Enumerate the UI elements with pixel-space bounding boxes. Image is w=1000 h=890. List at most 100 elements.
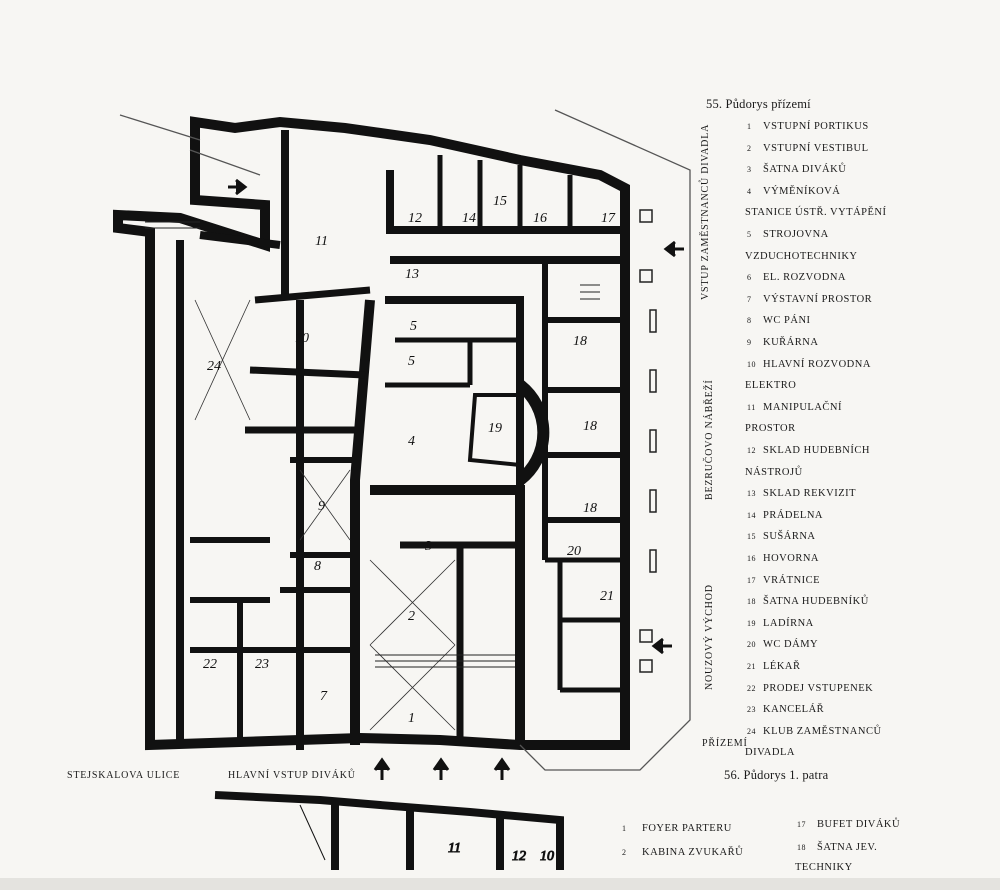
room-number: 12 — [512, 849, 526, 864]
legend-number: 22 — [747, 683, 756, 693]
legend-number: 9 — [747, 338, 752, 347]
stairs — [145, 221, 600, 668]
entrance-arrows — [228, 178, 684, 780]
legend-number: 11 — [747, 402, 756, 412]
room-number: 12 — [408, 211, 422, 226]
room-number: 18 — [583, 501, 597, 516]
legend-number: 18 — [797, 843, 806, 852]
room-number: 9 — [318, 499, 325, 514]
legend-text: SKLAD REKVIZIT — [763, 488, 857, 500]
room-number: 21 — [600, 589, 614, 604]
legend-item: 18 ŠATNA HUDEBNÍKŮ — [747, 596, 869, 607]
legend-text: VÝMĚNÍKOVÁ — [763, 185, 841, 197]
legend-number: 14 — [747, 510, 756, 520]
emergency-exit-label: NOUZOVÝ VÝCHOD — [704, 584, 715, 690]
legend-number: 18 — [747, 597, 756, 607]
legend-number: 16 — [747, 554, 756, 563]
ground-floor-label: PŘÍZEMÍ — [702, 738, 748, 749]
legend-text: STANICE ÚSTŘ. VYTÁPĚNÍ — [745, 207, 887, 219]
legend-number: 20 — [747, 640, 756, 650]
interior-wall — [516, 380, 550, 485]
column — [649, 489, 657, 513]
legend-text: PRÁDELNA — [763, 509, 824, 521]
legend-item: 11 MANIPULAČNÍ — [747, 402, 842, 413]
legend-text: HOVORNA — [763, 553, 819, 564]
legend-number: 15 — [747, 532, 756, 542]
legend-text: VZDUCHOTECHNIKY — [745, 250, 858, 262]
interior-wall — [385, 337, 520, 388]
arrow-left-icon — [663, 240, 684, 258]
legend-number: 21 — [747, 662, 756, 671]
room-number: 19 — [488, 421, 502, 436]
legend-item: STANICE ÚSTŘ. VYTÁPĚNÍ — [745, 207, 887, 218]
legend-text: MANIPULAČNÍ — [763, 401, 842, 413]
interior-wall — [437, 155, 573, 230]
column — [639, 209, 653, 223]
room-number: 5 — [410, 319, 417, 334]
interior-wall — [467, 393, 522, 468]
legend-item: ELEKTRO — [745, 380, 796, 391]
legend-number: 17 — [797, 820, 806, 829]
arrow-up-icon — [373, 757, 391, 780]
legend-text: STROJOVNA — [763, 229, 829, 240]
outer-wall — [214, 791, 564, 870]
legend-number: 8 — [747, 316, 752, 326]
room-number: 10 — [540, 849, 554, 864]
legend-text: ŠATNA HUDEBNÍKŮ — [763, 596, 869, 608]
room-number: 3 — [424, 539, 432, 554]
columns — [639, 209, 657, 673]
street-label-stejskalova: STEJSKALOVA ULICE — [67, 770, 181, 781]
arrow-up-icon — [432, 757, 450, 780]
interior-wall — [176, 130, 304, 750]
legend-text: SKLAD HUDEBNÍCH — [763, 445, 870, 456]
legend-item: 8 WC PÁNI — [747, 315, 811, 326]
legend-item: PROSTOR — [745, 423, 796, 434]
legend-item: DIVADLA — [745, 747, 795, 758]
room-number: 10 — [295, 331, 309, 346]
vestibule-pattern — [194, 299, 456, 731]
legend-number: 1 — [622, 824, 627, 833]
legend-text: VSTUPNÍ VESTIBUL — [763, 142, 869, 154]
legend-text: KUŘÁRNA — [763, 337, 819, 348]
caption-ground-floor: 55. Půdorys přízemí — [706, 97, 811, 111]
arrow-left-icon — [651, 637, 672, 655]
legend-text: WC PÁNI — [763, 315, 811, 327]
hatch — [299, 804, 326, 861]
caption-first-floor: 56. Půdorys 1. patra — [724, 768, 829, 782]
room-number: 16 — [533, 211, 547, 226]
room-number: 24 — [207, 359, 221, 374]
room-numbers: 1 2 3 4 5 5 7 8 9 10 11 12 13 14 15 16 1… — [203, 194, 616, 726]
interior-wall — [190, 537, 300, 745]
scan-edge — [0, 878, 1000, 890]
room-number: 11 — [315, 234, 328, 249]
legend-text: NÁSTROJŮ — [745, 466, 803, 478]
column — [649, 429, 657, 453]
legend-text: VRÁTNICE — [763, 574, 821, 586]
legend-item: NÁSTROJŮ — [745, 467, 803, 478]
legend-text: VÝSTAVNÍ PROSTOR — [763, 293, 873, 305]
room-number: 2 — [408, 609, 415, 624]
legend-text: DIVADLA — [745, 747, 795, 759]
legend-number: 10 — [747, 359, 756, 369]
legend-number: 5 — [747, 230, 752, 239]
legend-text: KABINA ZVUKAŘŮ — [642, 847, 744, 858]
legend-text: ŠATNA DIVÁKŮ — [763, 164, 847, 176]
interior-wall — [545, 557, 625, 693]
room-number: 22 — [203, 657, 217, 672]
legend-text: PROSTOR — [745, 423, 796, 435]
legend-number: 13 — [747, 489, 756, 499]
